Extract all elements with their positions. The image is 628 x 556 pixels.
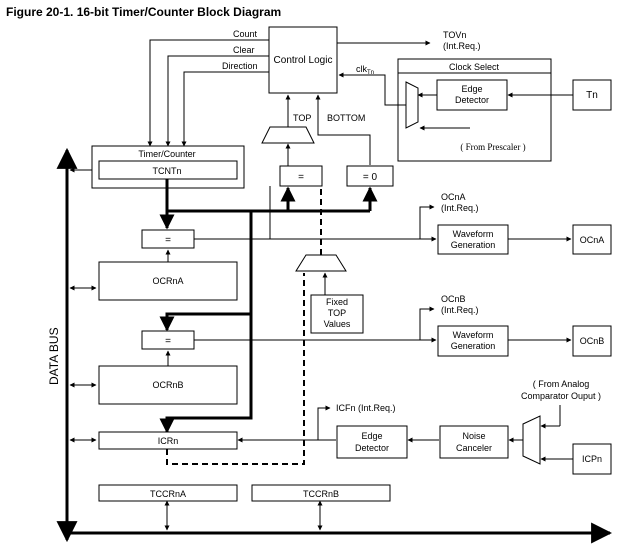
tcnt-bus-down — [159, 209, 253, 434]
control-logic-label: Control Logic — [274, 55, 333, 66]
ocna-box — [572, 224, 612, 255]
ocnb-box — [572, 325, 612, 357]
edge-detector-t-label-2: Detector — [455, 95, 489, 105]
edge-detector-ic-label-2: Detector — [355, 443, 389, 453]
from-prescaler-label: ( From Prescaler ) — [460, 142, 525, 152]
control-logic-box — [268, 26, 338, 94]
icpn-box — [572, 443, 612, 475]
eq-zero-label: = 0 — [363, 172, 378, 183]
icrn-box — [98, 431, 238, 450]
tccrna-label: TCCRnA — [150, 489, 186, 499]
tovn-int-label: (Int.Req.) — [443, 41, 481, 51]
clock-mux-shape — [405, 81, 419, 129]
tcnt-bus-to-eqb — [159, 312, 251, 332]
figure-title: Figure 20-1. 16-bit Timer/Counter Block … — [6, 5, 281, 19]
count-line — [147, 39, 269, 147]
noise-canceler-label-2: Canceler — [456, 443, 492, 453]
ocna-int-line — [419, 204, 435, 239]
icfn-label: ICFn (Int.Req.) — [336, 403, 396, 413]
icr-dashed-path — [166, 273, 305, 465]
clear-line — [165, 55, 269, 147]
fixed-top-label-1: Fixed — [326, 297, 348, 307]
eq-b-label: = — [165, 336, 171, 347]
ic-mux-shape — [522, 415, 541, 465]
clk-label: clkTn — [356, 64, 374, 76]
waveform-b-label-2: Generation — [451, 341, 496, 351]
ocrna-label: OCRnA — [152, 276, 183, 286]
fixed-top-box — [310, 294, 364, 334]
ocrnb-box — [98, 365, 238, 405]
fixed-top-label-3: Values — [324, 319, 351, 329]
eq-a-label: = — [165, 235, 171, 246]
waveform-a-label-2: Generation — [451, 240, 496, 250]
ocna-int-label-2: (Int.Req.) — [441, 203, 479, 213]
waveform-b-box — [437, 325, 509, 357]
ocnb-int-label-1: OCnB — [441, 294, 466, 304]
eq-top-box — [279, 165, 323, 187]
bottom-label: BOTTOM — [327, 113, 365, 123]
count-label: Count — [233, 29, 258, 39]
bottom-line — [315, 94, 371, 165]
ocnb-int-line — [419, 306, 435, 340]
waveform-a-box — [437, 224, 509, 255]
data-bus-label: DATA BUS — [47, 327, 61, 385]
ocna-label: OCnA — [580, 235, 605, 245]
eq-top-label: = — [298, 172, 304, 183]
waveform-a-label-1: Waveform — [453, 229, 494, 239]
edge-detector-ic-label-1: Edge — [361, 431, 382, 441]
tccrnb-label: TCCRnB — [303, 489, 339, 499]
tn-label: Tn — [586, 90, 598, 101]
analog-comp-label-1: ( From Analog — [533, 379, 590, 389]
top-label: TOP — [293, 113, 311, 123]
tovn-label: TOVn — [443, 30, 466, 40]
ocnb-label: OCnB — [580, 336, 605, 346]
analog-comp-label-2: Comparator Ouput ) — [521, 391, 601, 401]
noise-canceler-box — [439, 425, 509, 459]
timer-counter-label: Timer/Counter — [138, 149, 195, 159]
icfn-line — [317, 405, 331, 440]
edge-detector-ic-box — [336, 425, 408, 459]
eq-zero-box — [346, 165, 394, 187]
clear-label: Clear — [233, 45, 255, 55]
noise-canceler-label-1: Noise — [462, 431, 485, 441]
tccrnb-box — [251, 484, 391, 502]
fixed-top-label-2: TOP — [328, 308, 346, 318]
top-mux-shape — [261, 126, 315, 144]
tcntn-label: TCNTn — [153, 166, 182, 176]
edge-detector-t-label-1: Edge — [461, 84, 482, 94]
ocrnb-label: OCRnB — [152, 380, 183, 390]
ocrna-box — [98, 261, 238, 301]
clk-line — [338, 72, 406, 106]
direction-label: Direction — [222, 61, 258, 71]
ocna-int-label-1: OCnA — [441, 192, 466, 202]
ocnb-int-label-2: (Int.Req.) — [441, 305, 479, 315]
icrn-label: ICRn — [158, 436, 179, 446]
direction-line — [181, 71, 269, 147]
waveform-b-label-1: Waveform — [453, 330, 494, 340]
clock-select-label: Clock Select — [449, 62, 500, 72]
edge-detector-t-box — [436, 79, 508, 111]
fixed-top-mux-shape — [295, 254, 347, 272]
tccrna-box — [98, 484, 238, 502]
icpn-label: ICPn — [582, 454, 602, 464]
